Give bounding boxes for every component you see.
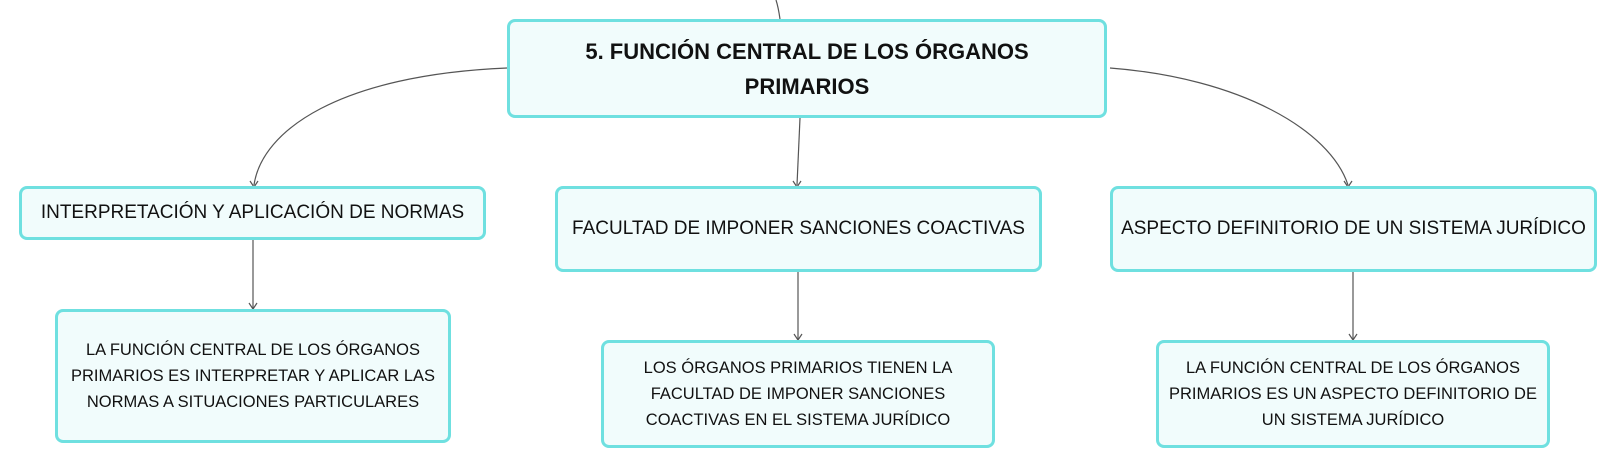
detail-node-text: LA FUNCIÓN CENTRAL DE LOS ÓRGANOS PRIMAR… [70, 341, 436, 411]
root-node-label: 5. FUNCIÓN CENTRAL DE LOS ÓRGANOS PRIMAR… [585, 38, 1029, 99]
connector-root-to-topic-1 [253, 67, 508, 186]
detail-node-text: LA FUNCIÓN CENTRAL DE LOS ÓRGANOS PRIMAR… [1169, 359, 1537, 429]
detail-node-interpretacion[interactable]: LA FUNCIÓN CENTRAL DE LOS ÓRGANOS PRIMAR… [55, 309, 451, 443]
topic-node-facultad[interactable]: FACULTAD DE IMPONER SANCIONES COACTIVAS [555, 186, 1042, 272]
connector-root-to-topic-2 [796, 117, 801, 186]
detail-node-aspecto[interactable]: LA FUNCIÓN CENTRAL DE LOS ÓRGANOS PRIMAR… [1156, 340, 1550, 448]
topic-node-label: FACULTAD DE IMPONER SANCIONES COACTIVAS [572, 218, 1025, 239]
root-node[interactable]: 5. FUNCIÓN CENTRAL DE LOS ÓRGANOS PRIMAR… [507, 19, 1107, 118]
connector-root-to-topic-3 [1109, 67, 1349, 186]
topic-node-interpretacion[interactable]: INTERPRETACIÓN Y APLICACIÓN DE NORMAS [19, 186, 486, 240]
detail-node-text: LOS ÓRGANOS PRIMARIOS TIENEN LA FACULTAD… [643, 359, 953, 429]
topic-node-aspecto[interactable]: ASPECTO DEFINITORIO DE UN SISTEMA JURÍDI… [1110, 186, 1597, 272]
topic-node-label: INTERPRETACIÓN Y APLICACIÓN DE NORMAS [40, 202, 465, 223]
topic-node-label: ASPECTO DEFINITORIO DE UN SISTEMA JURÍDI… [1121, 218, 1586, 239]
connector-from-parent [775, 0, 781, 20]
detail-node-facultad[interactable]: LOS ÓRGANOS PRIMARIOS TIENEN LA FACULTAD… [601, 340, 995, 448]
